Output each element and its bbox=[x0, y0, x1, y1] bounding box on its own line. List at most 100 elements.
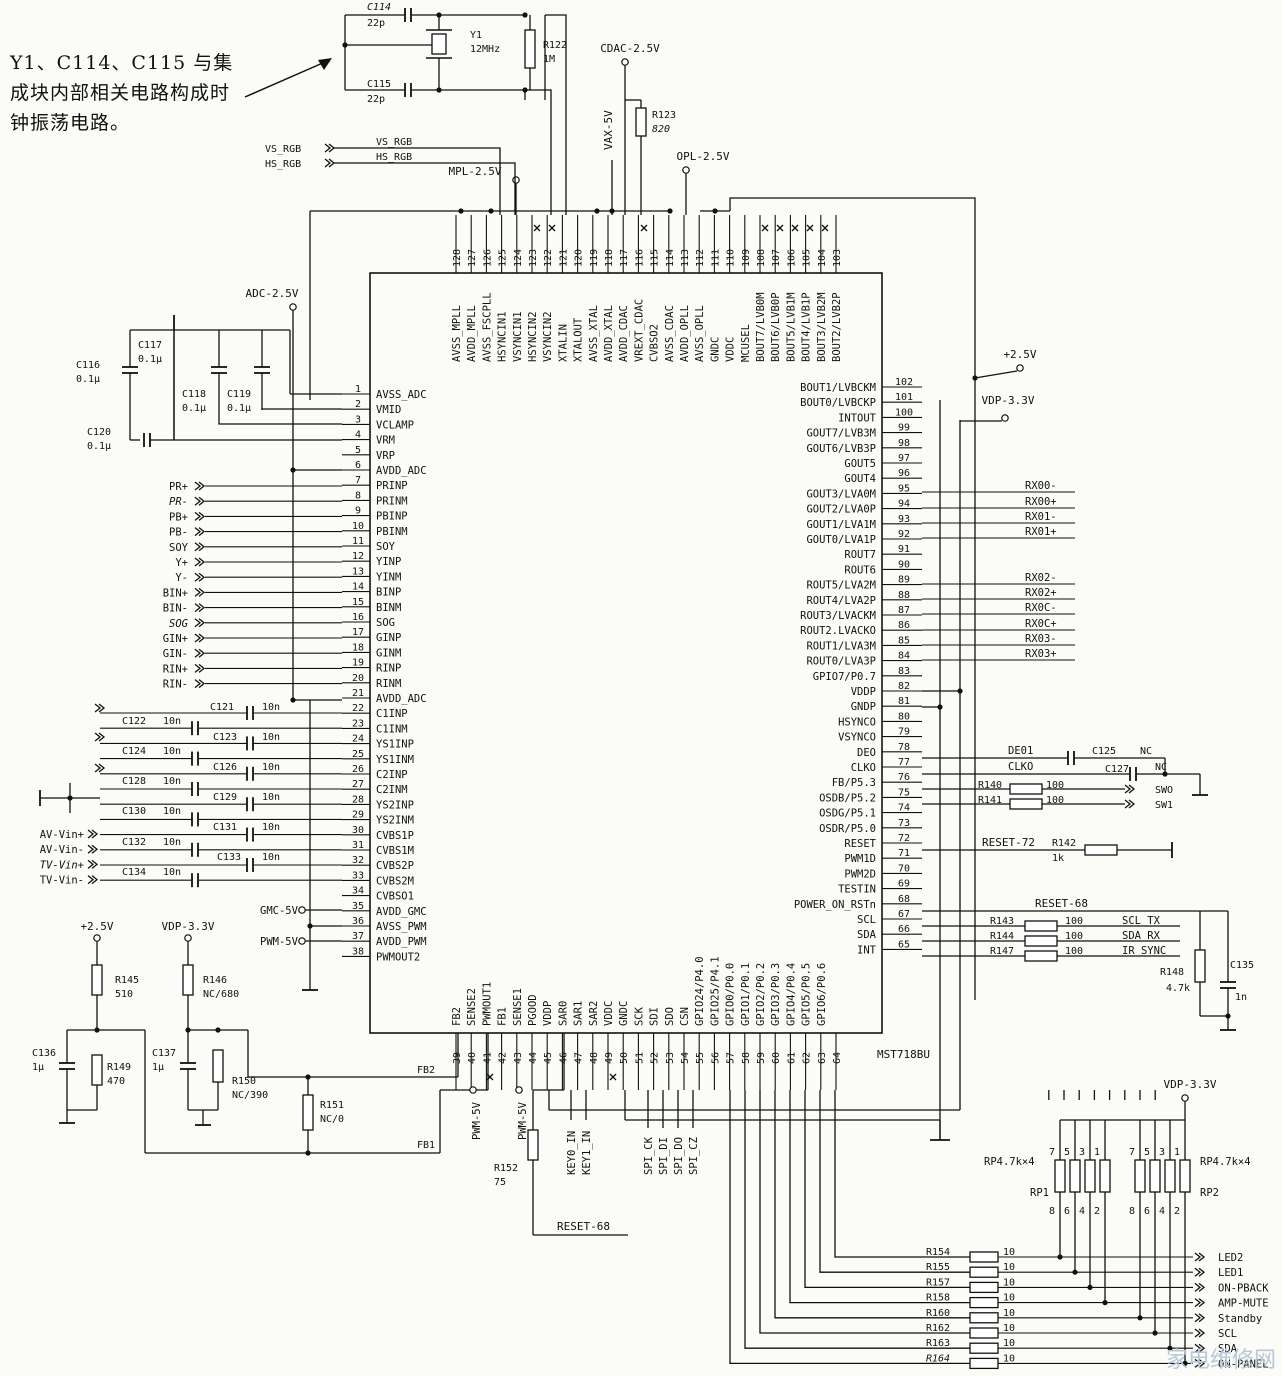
pin-name: GPIO3/P0.3 bbox=[770, 963, 782, 1026]
terminal-circle bbox=[298, 937, 306, 945]
connector-chevron bbox=[1194, 1328, 1202, 1338]
input-yp: Y+ bbox=[175, 557, 188, 569]
c134-value: 10n bbox=[163, 867, 181, 878]
pin-name: ROUT7 bbox=[844, 549, 876, 561]
input-pbp: PB+ bbox=[169, 511, 188, 523]
c133-value: 10n bbox=[262, 852, 280, 863]
pin-number: 111 bbox=[710, 249, 721, 267]
resistor-symbol bbox=[1009, 783, 1043, 795]
connector-chevron bbox=[91, 859, 99, 869]
pin-number: 85 bbox=[898, 635, 910, 646]
pin-number: 52 bbox=[650, 1052, 661, 1064]
pin-name: ROUT5/LVA2M bbox=[806, 580, 876, 592]
pin-number: 96 bbox=[898, 468, 910, 479]
wire bbox=[218, 410, 342, 425]
pin-name: BOUT4/LVB1P bbox=[801, 292, 813, 362]
av-input-0: AV-Vin+ bbox=[40, 829, 84, 841]
pin-name: AVSS_XTAL bbox=[588, 305, 600, 362]
pin-number: 103 bbox=[832, 249, 843, 267]
resistor-symbol bbox=[1024, 950, 1058, 962]
pin-name: RINM bbox=[376, 678, 401, 690]
wire bbox=[334, 147, 501, 215]
pin-name: PWM1D bbox=[844, 853, 876, 865]
pin-number: 32 bbox=[352, 855, 364, 866]
pin-name: SENSE1 bbox=[512, 988, 524, 1026]
junction-dot bbox=[957, 688, 963, 694]
connector-chevron bbox=[94, 763, 102, 773]
pin-number: 6 bbox=[355, 460, 361, 471]
connector-chevron bbox=[194, 633, 202, 643]
pin-name: VSYNCIN2 bbox=[542, 311, 554, 362]
r151-label: R151 bbox=[320, 1100, 344, 1111]
gpio-out-led1: LED1 bbox=[1218, 1267, 1243, 1279]
wire bbox=[791, 224, 799, 232]
connector-chevron bbox=[94, 703, 102, 713]
gpio-out-on-pback: ON-PBACK bbox=[1218, 1282, 1269, 1294]
av-input-3: TV-Vin- bbox=[40, 875, 84, 887]
pin-name: AVSS_FSCPLL bbox=[481, 292, 493, 362]
pin-name: AVDD_MPLL bbox=[466, 305, 478, 362]
pin-name: C1INP bbox=[376, 708, 408, 720]
r14x-label: R144 bbox=[990, 931, 1014, 942]
pin-name: GPIO5/P0.5 bbox=[801, 963, 813, 1026]
pin-name: ROUT4/LVA2P bbox=[806, 595, 876, 607]
input-binm: BIN- bbox=[163, 603, 188, 615]
pin-name: RINP bbox=[376, 663, 401, 675]
y1-label: Y1 bbox=[470, 30, 482, 41]
pin-number: 17 bbox=[352, 627, 364, 638]
pin-name: XTALOUT bbox=[573, 317, 585, 362]
pin-name: CVBS2M bbox=[376, 875, 414, 887]
pin-name: YS2INM bbox=[376, 815, 414, 827]
gpio-out-standby: Standby bbox=[1218, 1313, 1262, 1325]
pin-number: 91 bbox=[898, 544, 910, 555]
connector-chevron bbox=[1198, 1343, 1206, 1353]
pin-number: 75 bbox=[898, 787, 910, 798]
wire bbox=[744, 1100, 970, 1349]
connector-chevron bbox=[1198, 1267, 1206, 1277]
resistor-symbol bbox=[302, 1094, 314, 1131]
pin-number: 7 bbox=[355, 475, 361, 486]
pin-number: 109 bbox=[741, 249, 752, 267]
rp2-value: RP4.7k×4 bbox=[1200, 1156, 1251, 1168]
c121-value: 10n bbox=[262, 702, 280, 713]
r149-label: R149 bbox=[107, 1062, 131, 1073]
r141-label: R141 bbox=[978, 795, 1002, 806]
gpio-res-value: 10 bbox=[1003, 1308, 1015, 1319]
r148-value: 4.7k bbox=[1166, 983, 1190, 994]
wire bbox=[261, 408, 342, 410]
terminal-circle bbox=[469, 1086, 477, 1094]
connector-chevron bbox=[98, 763, 106, 773]
terminal-circle bbox=[682, 166, 690, 174]
c116-label: C116 bbox=[76, 360, 100, 371]
pin-number: 58 bbox=[741, 1052, 752, 1064]
pin-name: YINP bbox=[376, 556, 401, 568]
rp-pin-bottom: 4 bbox=[1159, 1206, 1165, 1217]
pin-name: GOUT6/LVB3P bbox=[806, 443, 876, 455]
pin-number: 47 bbox=[574, 1052, 585, 1064]
rail-vdp3v3-left: VDP-3.3V bbox=[162, 920, 215, 933]
resistor-symbol bbox=[1194, 949, 1206, 983]
spi-net-1: SPI_DI bbox=[658, 1137, 670, 1175]
crystal-symbol bbox=[431, 33, 447, 55]
pin-number: 10 bbox=[352, 521, 364, 532]
c136-label: C136 bbox=[32, 1048, 56, 1059]
de01-net: DE01 bbox=[1008, 745, 1033, 757]
r140-value: 100 bbox=[1046, 780, 1064, 791]
pin-name: ROUT3/LVACKM bbox=[800, 610, 876, 622]
c126-label: C126 bbox=[213, 762, 237, 773]
c124-label: C124 bbox=[122, 746, 146, 757]
c123-value: 10n bbox=[262, 732, 280, 743]
pin-name: ROUT0/LVA3P bbox=[806, 656, 876, 668]
lvds-rx0cm: RX0C- bbox=[1025, 602, 1057, 614]
pin-number: 1 bbox=[355, 384, 361, 395]
junction-dot bbox=[972, 375, 978, 381]
gpio-res-value: 10 bbox=[1003, 1338, 1015, 1349]
gpio-out-on-panel: ON-PANEL bbox=[1218, 1358, 1269, 1370]
pin-name: TESTIN bbox=[838, 884, 876, 896]
resistor-symbol bbox=[1084, 844, 1118, 856]
pin-name: AVSS_MPLL bbox=[451, 305, 463, 362]
c137-value: 1μ bbox=[152, 1062, 164, 1073]
pin-name: VDDC bbox=[603, 1001, 615, 1026]
pin-number: 125 bbox=[498, 249, 509, 267]
connector-chevron bbox=[1198, 1313, 1206, 1323]
